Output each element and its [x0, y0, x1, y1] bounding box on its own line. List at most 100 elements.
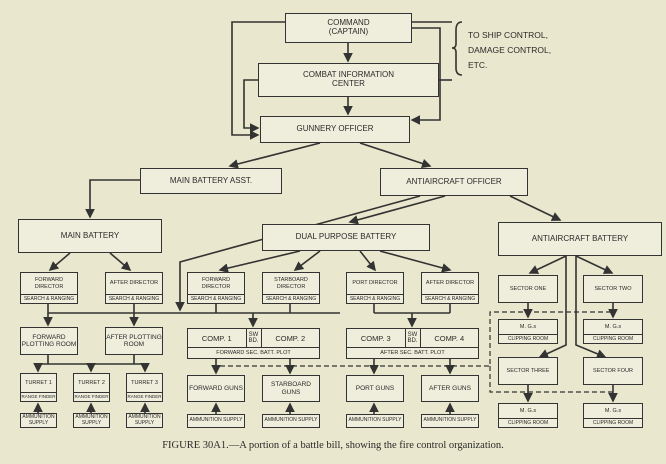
ammunition-supply-box: AMMUNITION SUPPLY [262, 414, 320, 428]
ship-control-note: TO SHIP CONTROL,DAMAGE CONTROL,ETC. [468, 28, 551, 73]
command-label: COMMAND [327, 18, 370, 28]
note-line: ETC. [468, 60, 488, 70]
turret-box: TURRET 3 RANGE FINDER [126, 373, 163, 402]
comp-label: COMP. 3 [360, 333, 391, 343]
label: M. G.s [519, 323, 537, 330]
label: SECTOR ONE [509, 285, 547, 292]
sector-box: SECTOR ONE [498, 275, 558, 303]
label: DUAL PURPOSE BATTERY [295, 232, 397, 242]
switchboard-label: SW BD. [404, 329, 421, 347]
forward-sec-batt-plot-box: COMP. 1 SW BD. COMP. 2 FORWARD SEC. BATT. P… [187, 328, 320, 359]
label: AMMUNITION SUPPLY [423, 417, 477, 424]
sub-label: CLIPPING ROOM [499, 418, 557, 427]
label: FORWARD DIRECTOR [201, 277, 231, 290]
label: TURRET 1 [25, 379, 52, 386]
sub-label: SEARCH & RANGING [106, 294, 162, 303]
plotting-room-box: AFTER PLOTTING ROOM [105, 327, 163, 355]
captain-label: (CAPTAIN) [328, 27, 369, 36]
figure-caption: FIGURE 30A1.—A portion of a battle bill,… [162, 440, 504, 451]
label: ANTIAIRCRAFT OFFICER [406, 176, 502, 186]
label: AFTER DIRECTOR [109, 280, 159, 287]
sub-label: RANGE FINDER [74, 392, 109, 399]
cic-label-2: CENTER [332, 79, 365, 88]
label: AMMUNITION SUPPLY [348, 417, 402, 424]
comp-label: COMP. 1 [201, 333, 232, 343]
guns-box: FORWARD GUNS [187, 375, 245, 402]
main-battery-asst-box: MAIN BATTERY ASST. [140, 168, 282, 194]
sub-label: SEARCH & RANGING [263, 294, 319, 303]
ammunition-supply-box: AMMUNITION SUPPLY [73, 413, 110, 428]
label: AFTER GUNS [429, 384, 471, 392]
director-box: PORT DIRECTOR SEARCH & RANGING [346, 272, 404, 304]
guns-box: PORT GUNS [346, 375, 404, 402]
sub-label: FORWARD SEC. BATT. PLOT [188, 347, 319, 358]
label: PORT GUNS [355, 384, 395, 392]
label: STARBOARD DIRECTOR [274, 277, 308, 290]
label: AMMUNITION SUPPLY [75, 414, 108, 426]
sub-label: CLIPPING ROOM [584, 418, 642, 427]
label: PORT DIRECTOR [352, 280, 398, 287]
switchboard-label: SW BD. [245, 329, 262, 347]
label: MAIN BATTERY [60, 230, 120, 240]
sub-label: SEARCH & RANGING [422, 294, 478, 303]
label: TURRET 2 [78, 379, 105, 386]
label: AMMUNITION SUPPLY [128, 414, 161, 426]
director-box: STARBOARD DIRECTOR SEARCH & RANGING [262, 272, 320, 304]
ammunition-supply-box: AMMUNITION SUPPLY [20, 413, 57, 428]
label: SECTOR TWO [594, 285, 632, 292]
ammunition-supply-box: AMMUNITION SUPPLY [187, 414, 245, 428]
ammunition-supply-box: AMMUNITION SUPPLY [346, 414, 404, 428]
sub-label: RANGE FINDER [21, 392, 56, 399]
cic-label: COMBAT INFORMATION [302, 70, 395, 80]
gunnery-officer-label: GUNNERY OFFICER [296, 124, 374, 134]
label: AFTER DIRECTOR [425, 280, 475, 287]
sub-label: RANGE FINDER [127, 392, 162, 399]
note-line: DAMAGE CONTROL, [468, 45, 552, 55]
director-box: FORWARD DIRECTOR SEARCH & RANGING [20, 272, 78, 304]
label: M. G.s [604, 323, 622, 330]
label: FORWARD GUNS [189, 384, 243, 392]
turret-box: TURRET 1 RANGE FINDER [20, 373, 57, 402]
guns-box: STARBOARD GUNS [262, 375, 320, 402]
sector-box: SECTOR THREE [498, 357, 558, 385]
label: STARBOARD GUNS [271, 381, 311, 396]
label: ANTIAIRCRAFT BATTERY [531, 233, 629, 243]
dual-purpose-battery-box: DUAL PURPOSE BATTERY [262, 224, 430, 251]
label: M. G.s [604, 407, 622, 414]
label: TURRET 3 [131, 379, 158, 386]
antiaircraft-officer-box: ANTIAIRCRAFT OFFICER [380, 168, 528, 196]
label: FORWARD DIRECTOR [34, 277, 64, 290]
comp-label: COMP. 2 [275, 333, 306, 343]
label: SECTOR THREE [506, 367, 550, 374]
director-box: AFTER DIRECTOR SEARCH & RANGING [421, 272, 479, 304]
label: AMMUNITION SUPPLY [264, 417, 318, 424]
guns-box: AFTER GUNS [421, 375, 479, 402]
antiaircraft-battery-box: ANTIAIRCRAFT BATTERY [498, 222, 662, 256]
director-box: AFTER DIRECTOR SEARCH & RANGING [105, 272, 163, 304]
main-battery-box: MAIN BATTERY [18, 219, 162, 253]
sector-box: SECTOR FOUR [583, 357, 643, 385]
sector-box: SECTOR TWO [583, 275, 643, 303]
label: AMMUNITION SUPPLY [22, 414, 55, 426]
sub-label: CLIPPING ROOM [584, 334, 642, 343]
sub-label: SEARCH & RANGING [21, 294, 77, 303]
label: AMMUNITION SUPPLY [189, 417, 243, 424]
sub-label: AFTER SEC. BATT. PLOT [347, 347, 478, 358]
plotting-room-box: FORWARD PLOTTING ROOM [20, 327, 78, 355]
label: MAIN BATTERY ASST. [169, 175, 253, 185]
command-box: COMMAND(CAPTAIN) [285, 13, 412, 43]
label: AFTER PLOTTING ROOM [106, 333, 162, 348]
sub-label: SEARCH & RANGING [347, 294, 403, 303]
sub-label: CLIPPING ROOM [499, 334, 557, 343]
label: SECTOR FOUR [593, 367, 633, 374]
ammunition-supply-box: AMMUNITION SUPPLY [421, 414, 479, 428]
sub-label: SEARCH & RANGING [188, 294, 244, 303]
